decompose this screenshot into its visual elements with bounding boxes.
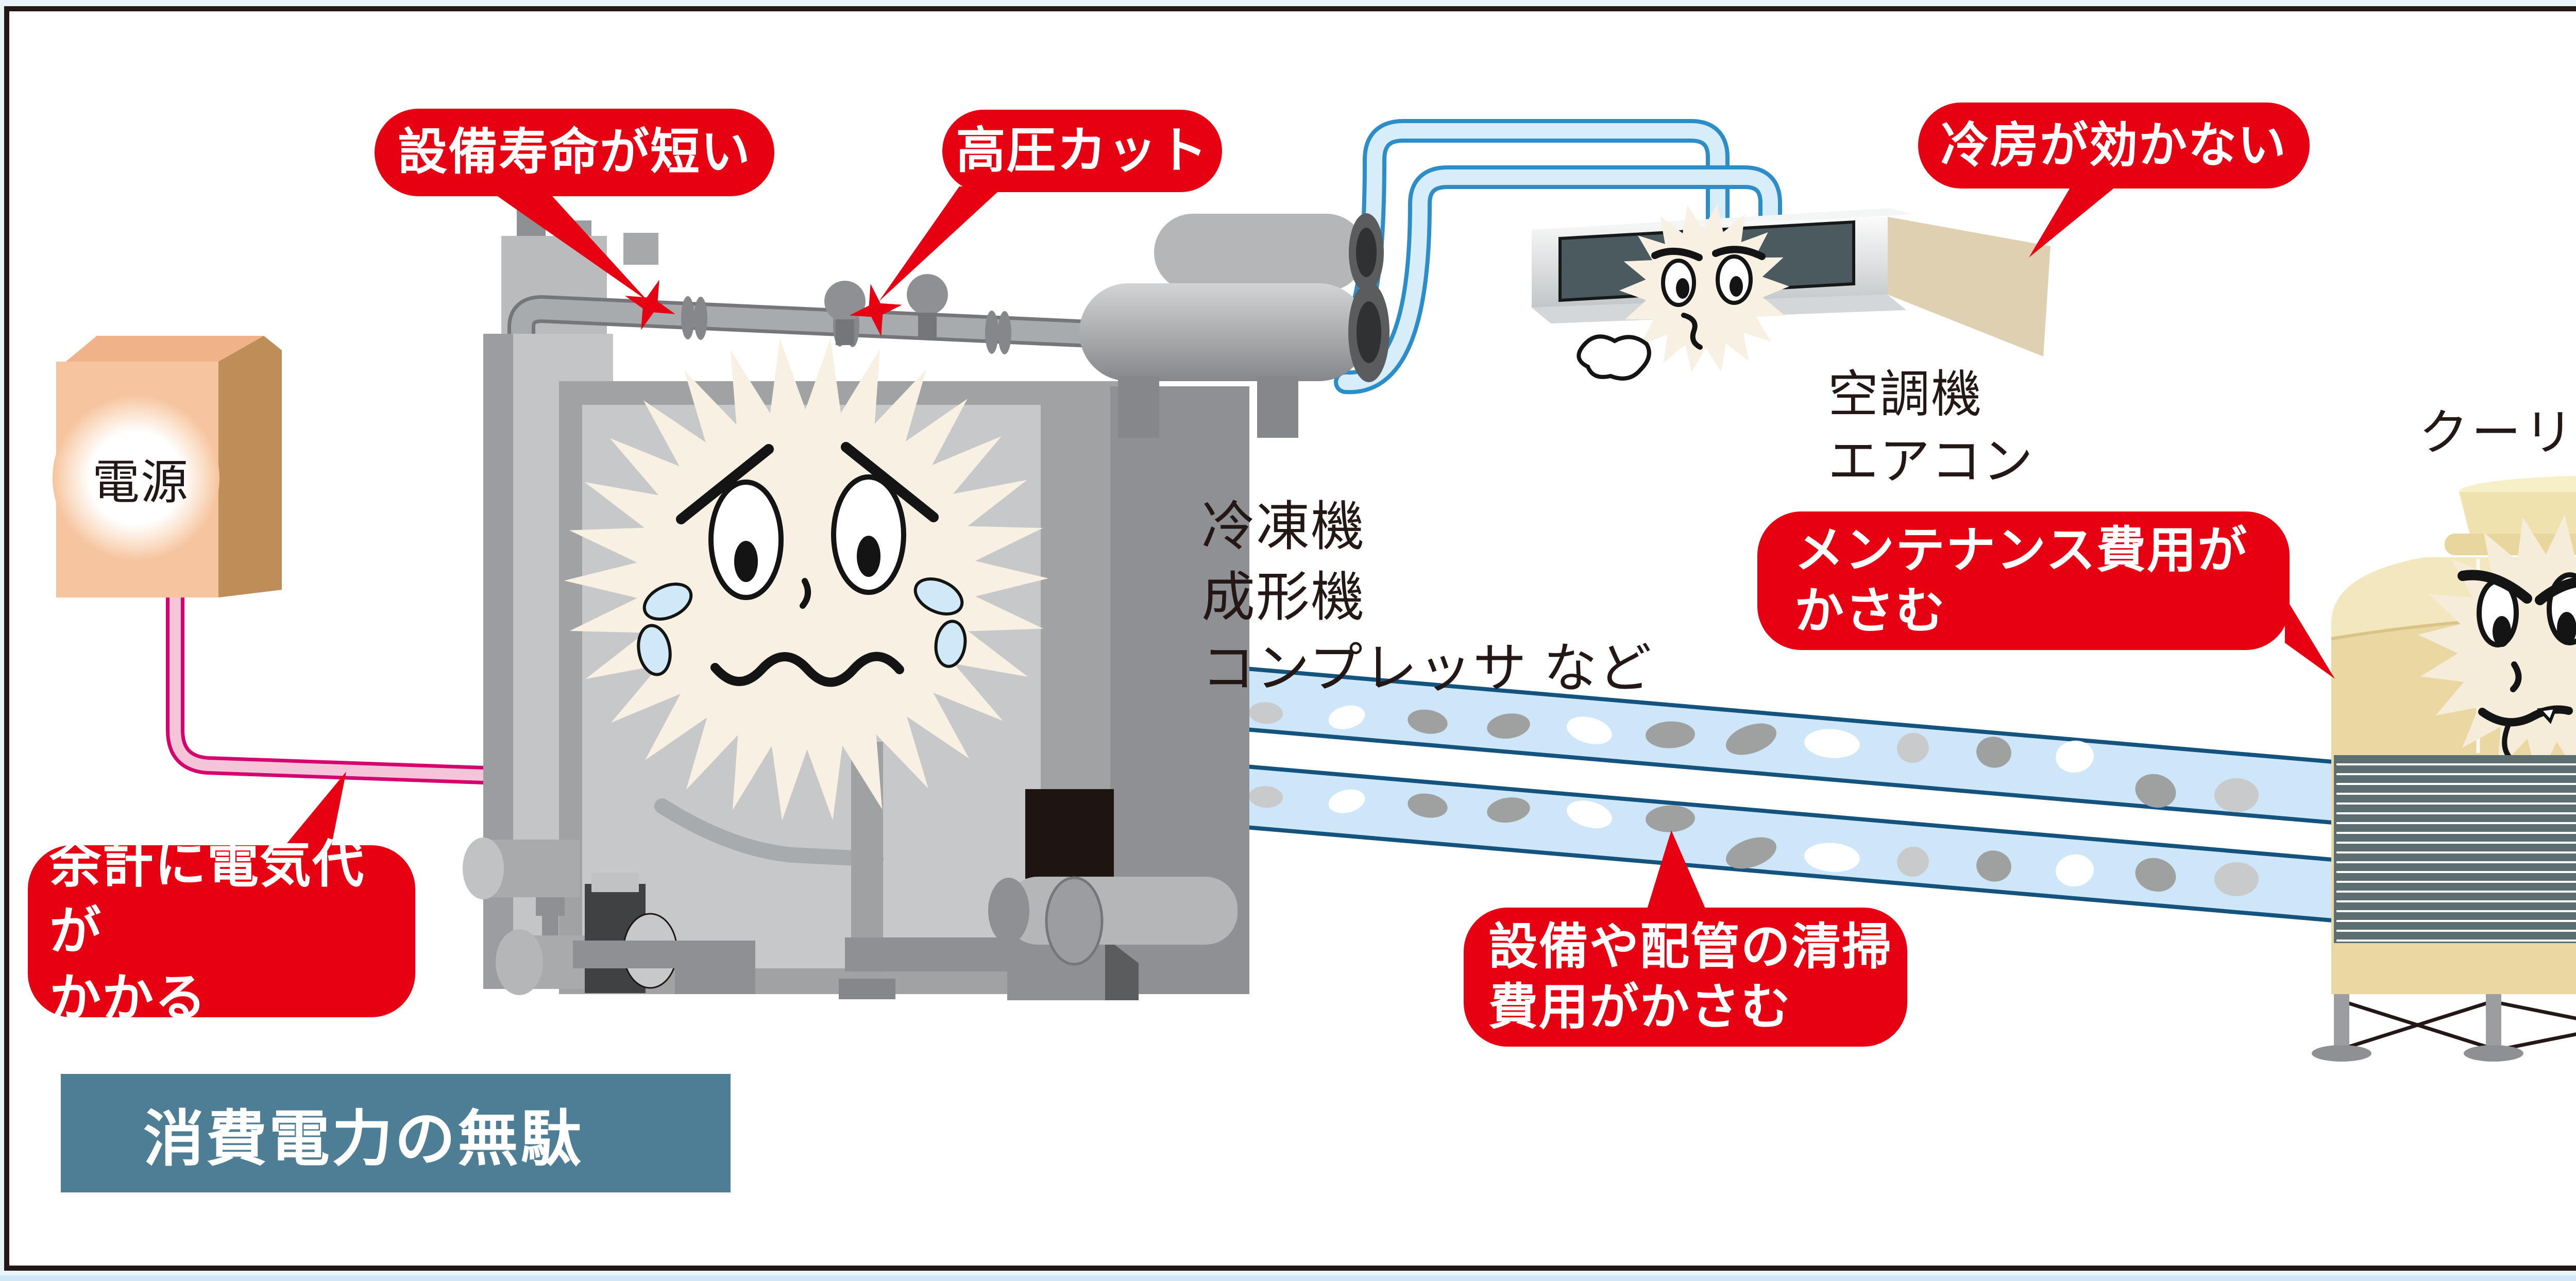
crying-machine-face-icon: [564, 338, 1048, 821]
callout-pointers: [282, 184, 2335, 911]
dirty-pipe-lower: [1107, 753, 2340, 923]
high-pressure-spark-icon: [625, 280, 902, 336]
callout-pointer-highcut: [879, 186, 1004, 301]
callout-pointer-nocool: [2029, 184, 2119, 258]
power-cable: [166, 583, 508, 785]
callout-electricity-cost: 余計に電気代が かかる: [28, 835, 415, 1027]
callout-pointer-cleaning: [1647, 830, 1706, 911]
tower-louver: [2336, 763, 2576, 942]
worried-aircon-face-icon: [1577, 204, 1789, 381]
callout-pointer-electricity: [282, 772, 346, 849]
callout-cleaning-cost: 設備や配管の清掃 費用がかさむ: [1464, 908, 1907, 1047]
aircon-unit: [1532, 208, 2050, 356]
callout-no-cooling: 冷房が効かない: [1918, 103, 2310, 189]
cooling-tower-label: クーリングタワー: [2419, 405, 2576, 460]
machine-illustration: [463, 205, 1389, 1000]
tower-legs: [2312, 992, 2576, 1062]
cooling-tower: [2312, 475, 2576, 1062]
callout-maintenance-cost: メンテナンス費用が かさむ: [1757, 511, 2290, 650]
callout-high-pressure-cut: 高圧カット: [942, 110, 1222, 192]
power-box: [53, 336, 282, 597]
summary-banner: 消費電力の無駄: [61, 1074, 731, 1192]
dirty-pipe-upper: [1107, 655, 2340, 825]
machine-list-label: 冷凍機 成形機 コンプレッサ など: [1201, 497, 1653, 698]
bottom-edge-strip: [0, 1275, 2576, 1281]
callout-pointer-lifespan: [489, 191, 648, 301]
power-source-label: 電源: [92, 456, 189, 509]
callout-pointer-maintenance: [2285, 596, 2335, 679]
callout-lifespan: 設備寿命が短い: [375, 109, 774, 196]
aircon-label: 空調機 エアコン: [1828, 366, 2035, 490]
